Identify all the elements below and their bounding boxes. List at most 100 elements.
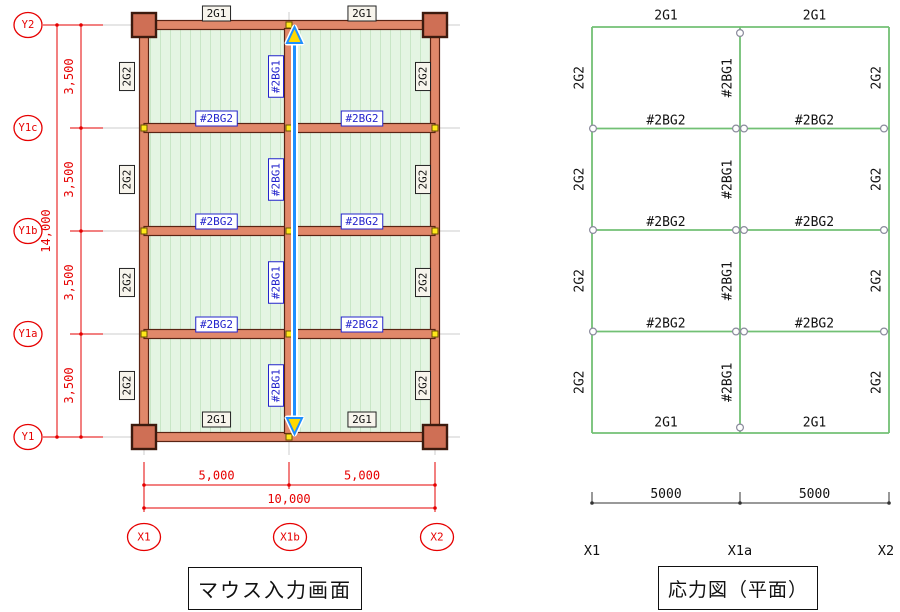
dim-tick-dot [590,501,594,505]
member-label-2BG2: #2BG2 [795,215,834,230]
beam-label-box-blue [268,364,284,407]
dim-tick-dot [738,501,742,505]
beam-label: 2G2 [417,170,430,190]
dim-text-14000: 14,000 [39,209,53,252]
member-label-2BG2: #2BG2 [795,317,834,332]
dim-tick-dot [433,483,437,487]
column [130,11,158,39]
joint-node [285,433,293,441]
dim-text-3500: 3,500 [62,367,76,403]
input-arrow-head-down[interactable] [285,417,304,437]
beam-label-box-blue [268,261,284,304]
dim-tick-dot [79,229,83,233]
hinge-circle [588,226,597,235]
axis-label-Y2: Y2 [22,19,35,31]
dim-text-3500: 3,500 [62,58,76,94]
beam-label: 2G2 [121,67,134,87]
beam-label-box [119,61,135,92]
beam-label-box-blue [195,316,238,333]
beam-label: 2G2 [417,273,430,293]
joint-node [431,124,439,132]
hinge-circle [739,124,748,133]
axis-label-X1: X1 [584,543,600,559]
beam-label: #2BG2 [345,215,378,228]
beam-label-box [415,164,431,195]
hinge-circle [731,226,740,235]
beam-label-box-blue [340,316,384,333]
beam-label-box-blue [268,158,284,201]
member-label-2G1: 2G1 [803,416,826,431]
member-label-2BG1: #2BG1 [721,261,736,300]
hinge-circle [879,226,888,235]
beam-label-box-blue [195,213,238,230]
beam-label: #2BG2 [200,215,233,228]
axis-bubble-Y1a [13,320,43,348]
hinge-circle [735,29,744,38]
beam-label: 2G2 [121,376,134,396]
dim-text-5000: 5000 [799,487,830,502]
axis-bubble-Y1 [13,423,43,451]
column [421,11,449,39]
beam-label-box [119,164,135,195]
member-label-2BG2: #2BG2 [646,114,685,129]
member-label-2G2: 2G2 [573,66,588,89]
hinge-circle [731,124,740,133]
dim-tick-dot [55,23,59,27]
beam-label-box [415,61,431,92]
hinge-circle [731,327,740,336]
hinge-circle [735,423,744,432]
dim-tick-dot [287,483,291,487]
beam-label-box [119,370,135,401]
dim-text-5000: 5,000 [344,469,380,483]
hinge-circle [588,124,597,133]
axis-label-Y1: Y1 [22,431,35,443]
axis-label-X1b: X1b [280,531,300,544]
beam-label: #2BG1 [270,369,283,402]
member-label-2BG1: #2BG1 [721,363,736,402]
beam-label-box-blue [268,55,284,98]
axis-bubble-X1b [272,522,308,552]
dim-text-10000: 10,000 [267,492,310,506]
member-label-2G2: 2G2 [870,269,885,292]
beam-label: 2G2 [417,67,430,87]
beam-label: 2G1 [352,7,372,20]
axis-label-Y1a: Y1a [19,328,38,340]
column [421,423,449,451]
dim-tick-dot [887,501,891,505]
member-label-2G2: 2G2 [573,371,588,394]
column [130,423,158,451]
beam-label: 2G2 [121,170,134,190]
joint-node [285,21,293,29]
member-label-2BG1: #2BG1 [721,58,736,97]
axis-label-X2: X2 [878,543,894,559]
member-label-2G1: 2G1 [654,416,677,431]
caption-mouse-input-screen: マウス入力画面 [188,567,362,610]
beam-label: 2G2 [417,376,430,396]
beam-label-box [119,267,135,298]
joint-node [140,330,148,338]
axis-label-Y1c: Y1c [19,122,38,134]
beam-label-box [347,411,377,428]
dim-tick-dot [142,483,146,487]
member-label-2G2: 2G2 [870,168,885,191]
axis-bubble-X1 [126,522,162,552]
member-label-2BG2: #2BG2 [795,114,834,129]
axis-bubble-X2 [419,522,455,552]
beam-label-box [415,267,431,298]
member-label-2BG2: #2BG2 [646,317,685,332]
axis-label-X2: X2 [430,531,443,544]
beam-label-box [347,5,377,22]
dim-tick-dot [142,506,146,510]
member-label-2BG1: #2BG1 [721,160,736,199]
beam-label: #2BG1 [270,163,283,196]
member-label-2G2: 2G2 [573,168,588,191]
axis-bubble-Y2 [13,11,43,39]
input-arrow-head-up[interactable] [285,24,304,44]
dim-tick-dot [79,435,83,439]
joint-node [140,124,148,132]
axis-bubble-Y1b [13,217,43,245]
caption-stress-diagram-text: 応力図（平面） [667,579,808,601]
beam-label: #2BG2 [345,318,378,331]
